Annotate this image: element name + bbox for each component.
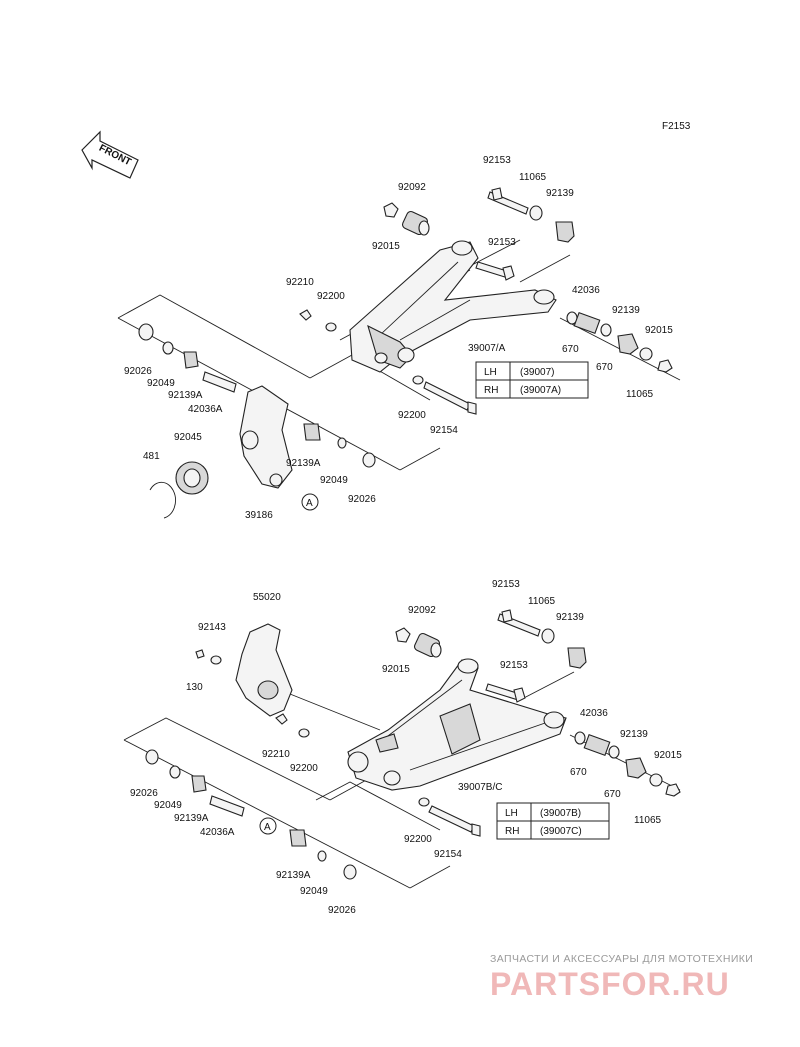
upper-label-670b: 670 [596,362,613,373]
upper-label-92049a: 92049 [147,378,175,389]
lower-table-part-rh: (39007C) [540,826,582,837]
lower-label-11065b: 11065 [634,815,662,826]
lower-label-92154: 92154 [434,849,462,860]
upper-table-part-rh: (39007A) [520,385,561,396]
upper-label-42036A: 42036A [188,404,223,415]
upper-circle-a: A [306,498,313,509]
lower-table-side-rh: RH [505,826,519,837]
upper-label-92200b: 92200 [398,410,426,421]
upper-table-part-lh: (39007) [520,367,554,378]
lower-circle-a: A [264,822,271,833]
lower-table-part-lh: (39007B) [540,808,581,819]
lower-label-11065a: 11065 [528,596,556,607]
upper-label-11065b: 11065 [626,389,654,400]
lower-label-670b: 670 [604,789,621,800]
lower-label-92049a: 92049 [154,800,182,811]
upper-label-92153b: 92153 [488,237,516,248]
figure-code: F2153 [662,121,691,132]
lower-label-92139Ab: 92139A [276,870,311,881]
lower-label-92200a: 92200 [290,763,318,774]
upper-label-92139Aa: 92139A [168,390,203,401]
lower-side-table: LH (39007B) RH (39007C) [496,802,610,840]
lower-label-92139a: 92139 [556,612,584,623]
upper-label-92015a: 92015 [372,241,400,252]
upper-label-42036: 42036 [572,285,600,296]
lower-label-92049b: 92049 [300,886,328,897]
lower-label-92015a: 92015 [382,664,410,675]
front-arrow-icon: FRONT [81,130,139,179]
upper-label-481: 481 [143,451,160,462]
lower-label-92092: 92092 [408,605,436,616]
lower-label-92139Aa: 92139A [174,813,209,824]
upper-label-39186: 39186 [245,510,273,521]
upper-label-39007: 39007/A [468,343,506,354]
upper-label-92092: 92092 [398,182,426,193]
upper-label-11065a: 11065 [519,172,547,183]
upper-label-92139a: 92139 [546,188,574,199]
lower-label-92026b: 92026 [328,905,356,916]
upper-label-92139b: 92139 [612,305,640,316]
upper-table-side-rh: RH [484,385,498,396]
watermark-logo: PARTSFOR.RU [490,966,730,1002]
lower-label-130: 130 [186,682,203,693]
upper-label-92045: 92045 [174,432,202,443]
upper-label-92210: 92210 [286,277,314,288]
upper-assembly: A 92153 11065 92139 92092 92015 92153 92… [117,155,681,521]
lower-label-92139b: 92139 [620,729,648,740]
upper-label-92154: 92154 [430,425,458,436]
lower-label-92153a: 92153 [492,579,520,590]
lower-label-92200b: 92200 [404,834,432,845]
upper-label-92200a: 92200 [317,291,345,302]
upper-label-92026b: 92026 [348,494,376,505]
lower-assembly: A 55020 92143 130 92153 11065 92139 9209… [123,579,682,916]
upper-label-92015b: 92015 [645,325,673,336]
upper-carrier [239,385,293,489]
upper-label-670a: 670 [562,344,579,355]
upper-table-side-lh: LH [484,367,497,378]
lower-label-92015b: 92015 [654,750,682,761]
upper-label-92049b: 92049 [320,475,348,486]
skid-plate [235,623,293,717]
lower-label-92026a: 92026 [130,788,158,799]
upper-label-92139Ab: 92139A [286,458,321,469]
lower-label-670a: 670 [570,767,587,778]
lower-label-92143: 92143 [198,622,226,633]
lower-label-92153b: 92153 [500,660,528,671]
lower-label-55020: 55020 [253,592,281,603]
upper-label-92153a: 92153 [483,155,511,166]
lower-label-42036: 42036 [580,708,608,719]
upper-side-table: LH (39007) RH (39007A) [475,361,589,399]
lower-label-42036A: 42036A [200,827,235,838]
lower-label-92210: 92210 [262,749,290,760]
watermark-tagline: ЗАПЧАСТИ И АКСЕССУАРЫ ДЛЯ МОТОТЕХНИКИ [490,953,754,965]
upper-label-92026a: 92026 [124,366,152,377]
lower-table-side-lh: LH [505,808,518,819]
lower-label-39007BC: 39007B/C [458,782,502,793]
